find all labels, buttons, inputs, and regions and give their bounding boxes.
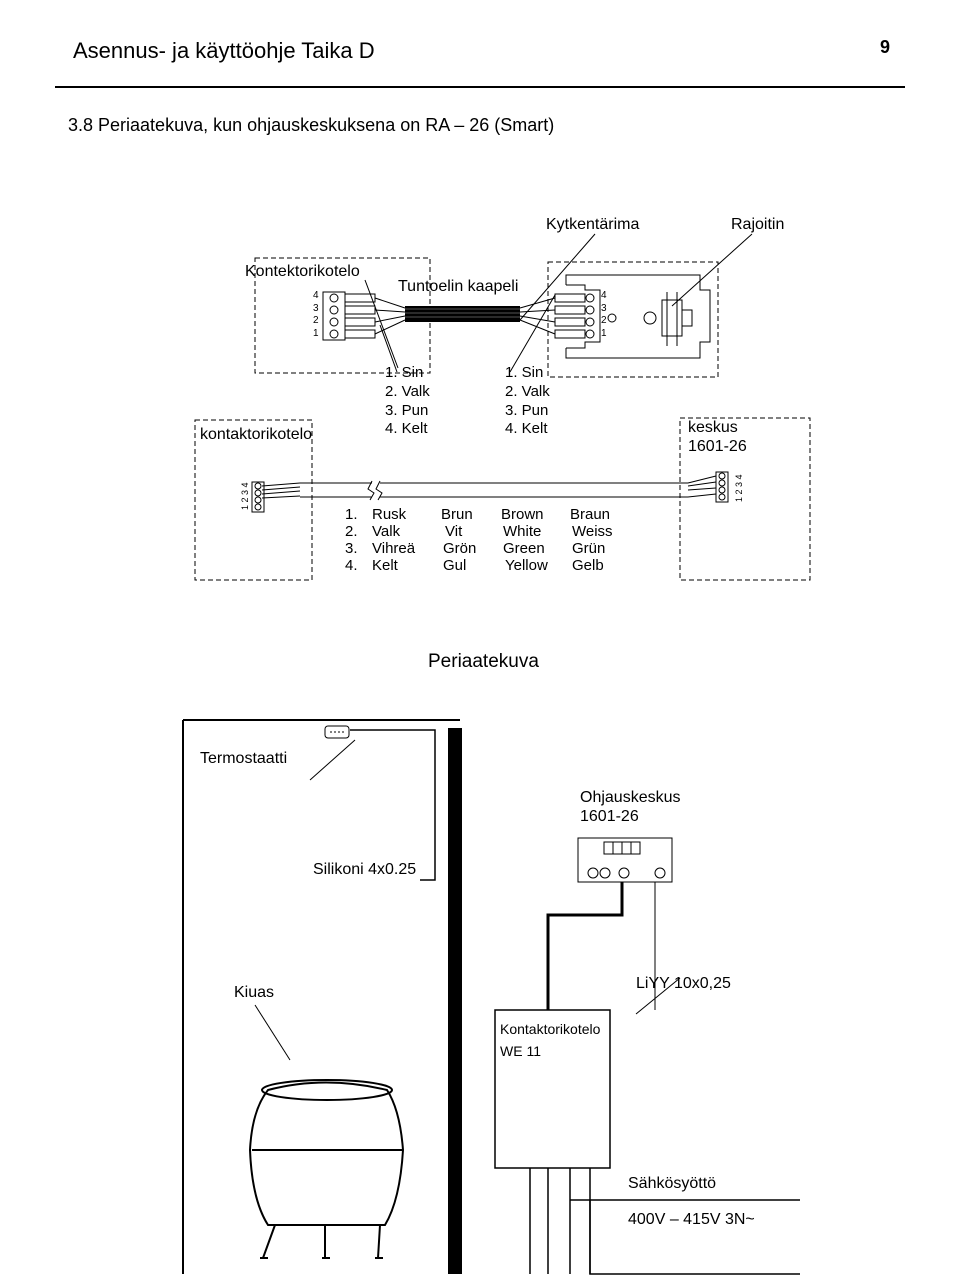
terminal-number: 2 [313,315,319,326]
color-table-cell: Grön [443,540,477,557]
label-contactor-box: Kontaktorikotelo [500,1021,601,1037]
color-table-cell: Yellow [505,557,548,574]
color-table-cell: 1. [345,506,358,523]
wire-list-left-item: 2. Valk [385,383,430,400]
terminal-number: 3 [313,303,319,314]
label-keskus: keskus [688,419,738,436]
color-table-cell: Gelb [572,557,604,574]
tuntoelin-cable [405,306,520,322]
color-table-cell: Weiss [572,523,613,540]
wire-list-right-item: 2. Valk [505,383,550,400]
section-heading: 3.8 Periaatekuva, kun ohjauskeskuksena o… [68,115,555,135]
label-termostaatti: Termostaatti [200,750,288,767]
wire-list-left-item: 3. Pun [385,402,429,419]
keskus-box [679,417,811,581]
label-we: WE 11 [500,1043,541,1059]
schematic-title: Periaatekuva [428,651,539,672]
label-ohjauskeskus-model: 1601-26 [580,808,639,825]
heater-body [248,1081,405,1226]
label-kiuas: Kiuas [234,984,275,1001]
kontaktorikotelo-box [194,419,313,581]
color-table-cell: Vihreä [372,540,416,557]
wire-list-left-item: 4. Kelt [385,420,428,437]
color-table-cell: Braun [570,506,611,523]
label-ohjauskeskus: Ohjauskeskus [580,789,681,806]
label-keskus-model: 1601-26 [688,438,747,455]
color-table-cell: White [503,523,542,540]
terminal-block-left [322,291,376,341]
label-sahkosyotto: Sähkösyöttö [628,1175,717,1192]
label-kontaktorikotelo: kontaktorikotelo [200,426,313,443]
schematic-drawing [182,719,800,1275]
document-title: Asennus- ja käyttöohje Taika D [73,38,375,63]
color-table-cell: Kelt [372,557,398,574]
control-unit [577,837,673,883]
label-rajoitin: Rajoitin [731,216,785,233]
header-divider [55,86,905,88]
limiter-device [607,292,693,346]
label-kytkentarima: Kytkentärima [546,216,640,233]
label-voltage: 400V – 415V 3N~ [628,1211,755,1228]
contactor-box [494,1009,611,1169]
color-table-cell: Brown [501,506,544,523]
color-table-cell: Vit [445,523,463,540]
color-table-cell: Brun [441,506,473,523]
terminal-number: 1 [313,328,319,339]
terminal-strip-left: 1 2 3 4 [240,482,250,510]
wire-list-right-item: 1. Sin [505,364,544,381]
label-silikoni: Silikoni 4x0.25 [313,861,417,878]
color-table-cell: Valk [372,523,401,540]
color-table-cell: Green [503,540,545,557]
terminal-strip-right: 1 2 3 4 [734,474,744,502]
label-liyy: LiYY 10x0,25 [636,975,731,992]
terminal-number: 4 [313,290,319,301]
color-table-cell: 2. [345,523,358,540]
wire-list-right-item: 3. Pun [505,402,549,419]
label-tuntoelin-kaapeli: Tuntoelin kaapeli [398,278,519,295]
color-table-cell: 3. [345,540,358,557]
color-table-cell: Gul [443,557,467,574]
terminal-block-right [554,274,711,359]
color-table-cell: Rusk [372,506,407,523]
color-table-cell: Grün [572,540,606,557]
terminal-number: 3 [601,303,607,314]
page-number: 9 [880,37,891,57]
terminal-number: 2 [601,315,607,326]
label-kontektorikotelo: Kontektorikotelo [245,263,360,280]
wire-list-left-item: 1. Sin [385,364,424,381]
terminal-number: 4 [601,290,607,301]
color-table-cell: 4. [345,557,358,574]
terminal-number: 1 [601,328,607,339]
wire-list-right-item: 4. Kelt [505,420,548,437]
kytkentarima-box [547,261,719,378]
